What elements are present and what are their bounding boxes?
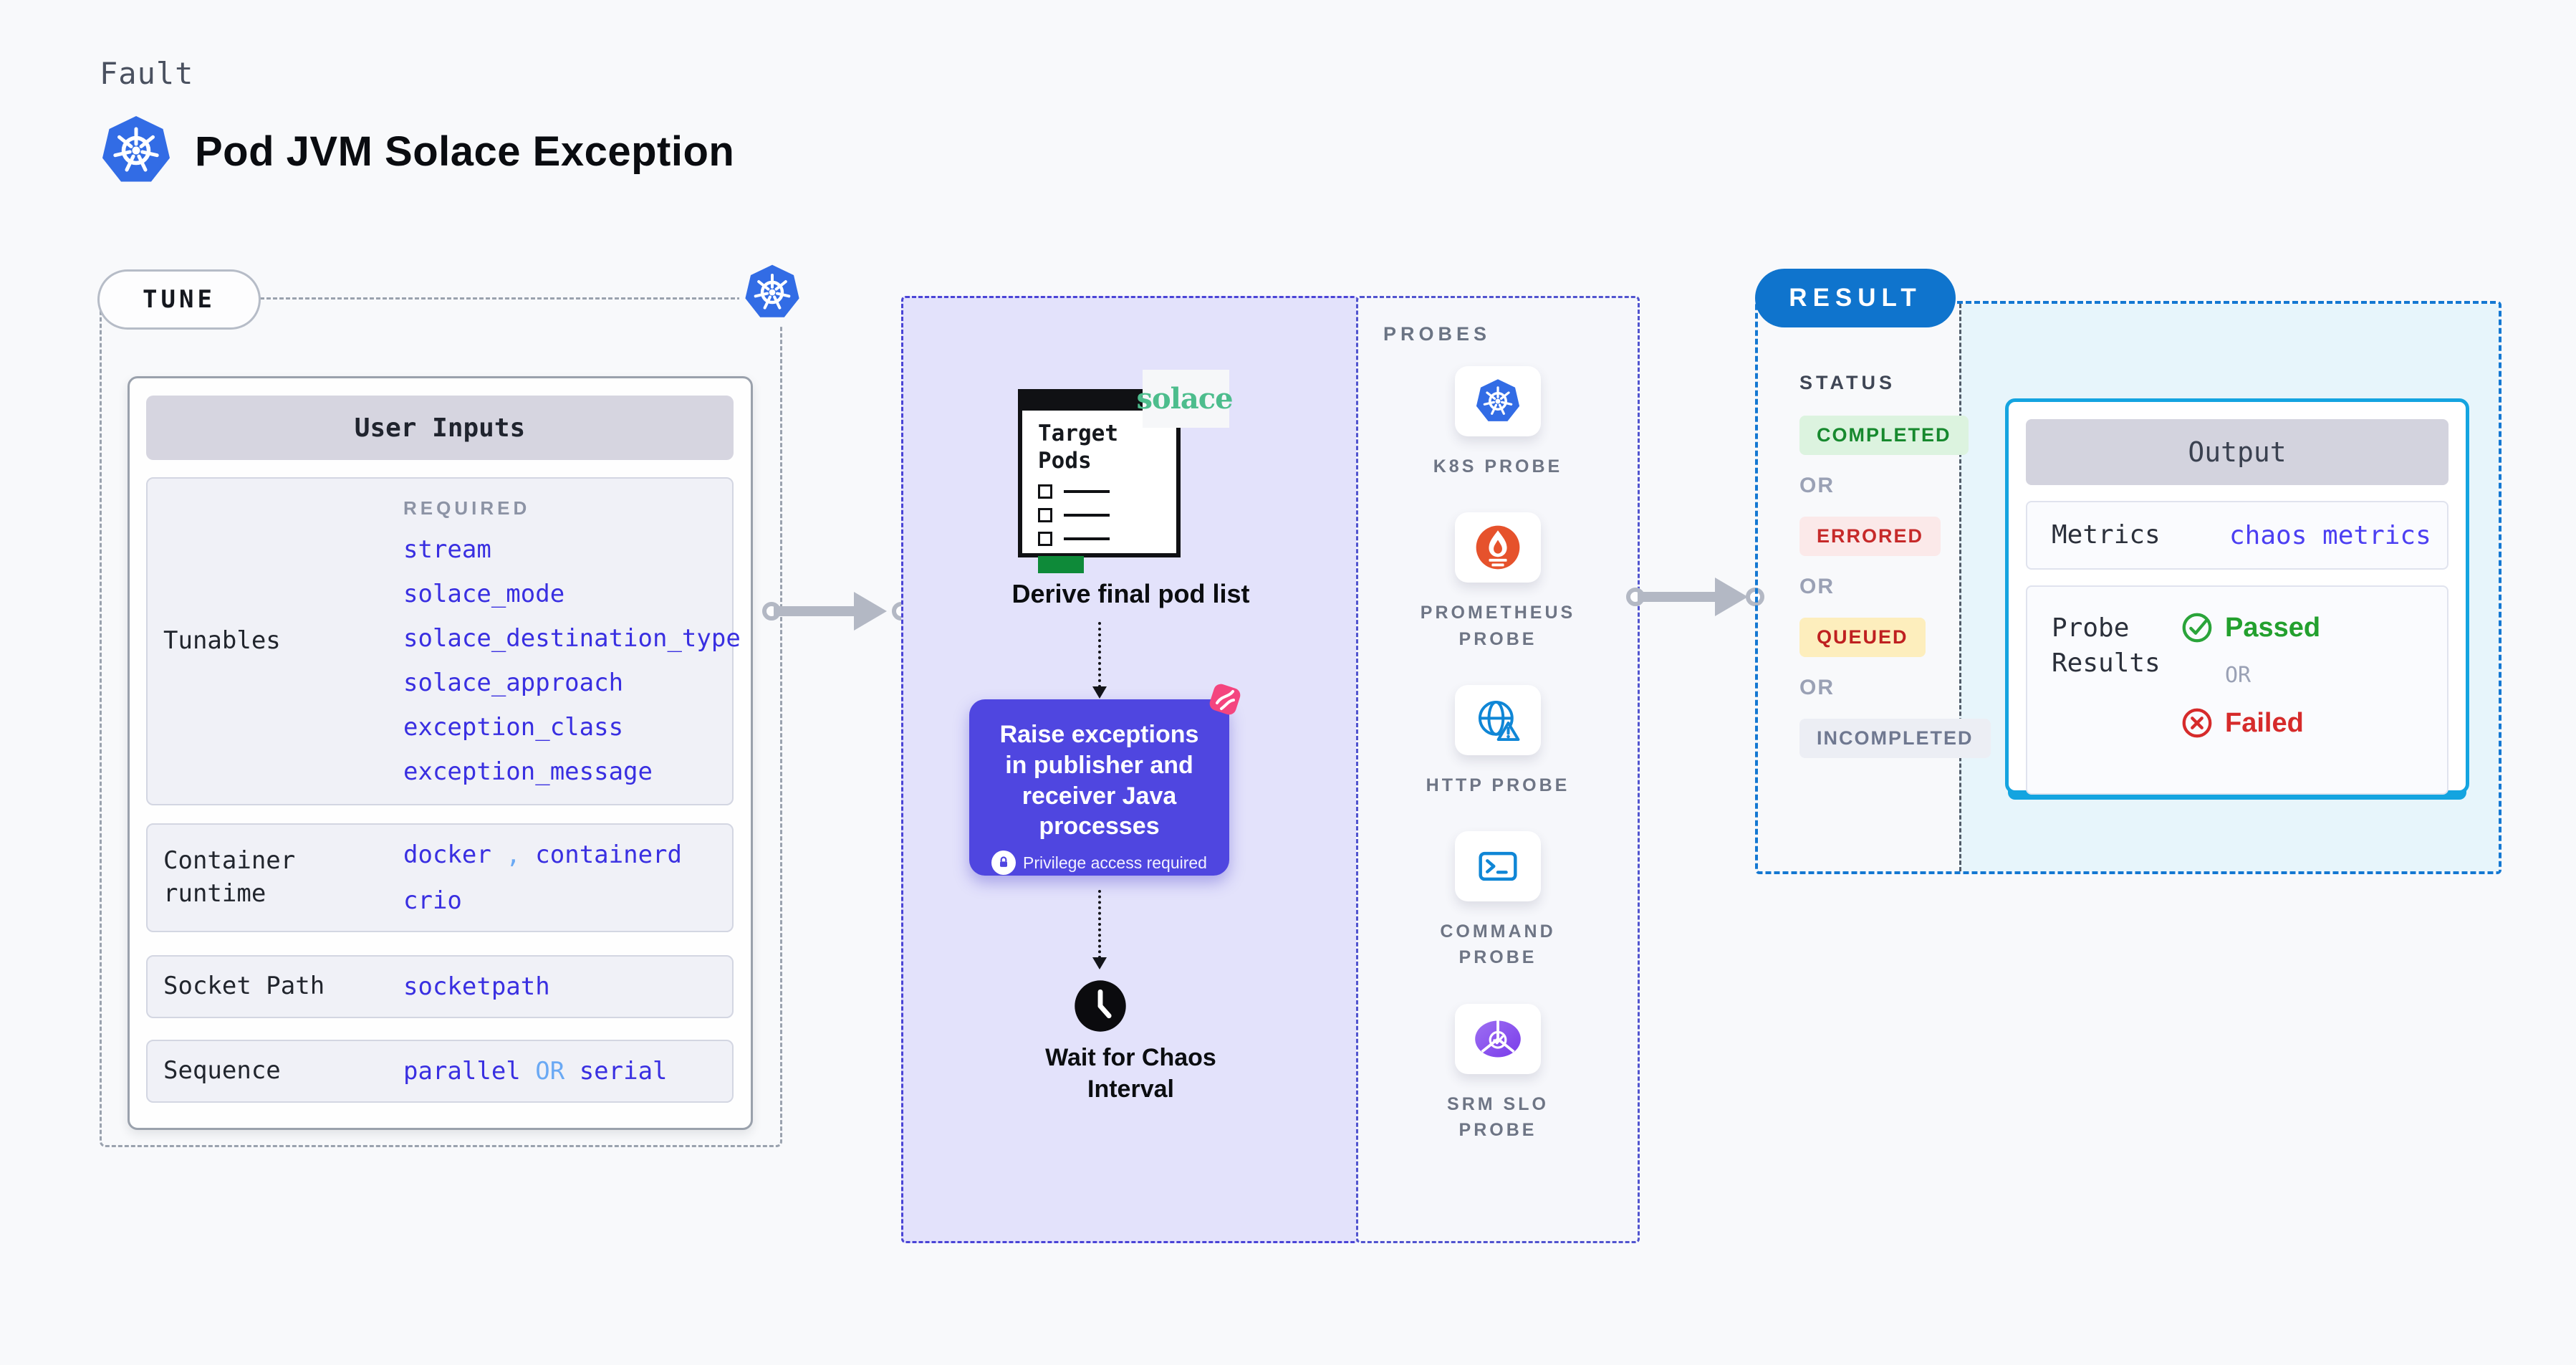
output-header: Output: [2026, 419, 2448, 485]
socket-path-label: Socket Path: [163, 972, 325, 1001]
probe-item-prometheus: PROMETHEUS PROBE: [1414, 512, 1582, 652]
raise-exceptions-box: Raise exceptions in publisher and receiv…: [969, 699, 1229, 876]
probe-results-label: Probe Results: [2052, 613, 2161, 678]
metrics-label: Metrics: [2052, 519, 2161, 550]
runtime-separator: ,: [506, 840, 521, 869]
sequence-or: OR: [535, 1057, 565, 1086]
tune-badge: TUNE: [97, 269, 261, 330]
dotted-connector: [1098, 890, 1101, 959]
result-panel: STATUS COMPLETED OR ERRORED OR QUEUED OR…: [1755, 301, 2501, 874]
probe-item-srm-slo: SRM SLO PROBE: [1414, 1003, 1582, 1144]
status-badge-errored: ERRORED: [1799, 517, 1941, 556]
runtime-value: containerd: [535, 840, 682, 869]
dotted-connector: [1098, 622, 1101, 688]
metrics-value: chaos metrics: [2229, 520, 2431, 550]
terminal-icon: [1455, 831, 1541, 901]
tunables-row: Tunables REQUIRED stream solace_mode sol…: [146, 477, 741, 805]
tunable-value: exception_class: [403, 712, 624, 742]
flow-arrow: [1626, 573, 1769, 621]
arrowhead-icon: [1092, 686, 1107, 699]
status-badge-completed: COMPLETED: [1799, 416, 1969, 455]
privilege-label: Privilege access required: [1023, 853, 1207, 872]
tune-panel: [100, 297, 782, 1147]
runtime-value: docker: [403, 840, 491, 869]
tunable-value: solace_destination_type: [403, 623, 741, 653]
green-button-shape: [1038, 555, 1084, 573]
status-badge-queued: QUEUED: [1799, 618, 1926, 657]
derive-pod-list-label: Derive final pod list: [1011, 579, 1250, 608]
result-divider: [1959, 304, 1961, 871]
http-globe-icon: [1454, 684, 1541, 755]
failed-label: Failed: [2225, 707, 2304, 738]
tunables-label: Tunables: [163, 626, 281, 656]
sequence-label: Sequence: [163, 1056, 281, 1086]
runtime-value: crio: [403, 886, 462, 915]
probes-panel: PROBES K8S PRO: [1356, 296, 1640, 1243]
solace-logo: solace: [1136, 370, 1234, 428]
or-label: OR: [1799, 575, 1835, 598]
checkbox-icon: [1038, 531, 1052, 546]
or-label: OR: [2225, 663, 2251, 688]
lock-icon: [991, 851, 1017, 876]
or-label: OR: [1799, 474, 1835, 497]
x-circle-icon: [2182, 708, 2212, 738]
socket-path-row: Socket Path socketpath: [146, 955, 734, 1018]
output-card: Output Metrics chaos metrics Probe Resul…: [2005, 398, 2469, 795]
probe-item-command: COMMAND PROBE: [1414, 831, 1582, 971]
status-header: STATUS: [1799, 372, 1895, 393]
tunable-value: stream: [403, 535, 491, 564]
kubernetes-icon: [1454, 366, 1541, 436]
sequence-row: Sequence parallel OR serial: [146, 1040, 734, 1103]
kubernetes-icon: [739, 259, 805, 325]
fault-kicker: Fault: [100, 56, 194, 91]
probe-results-row: Probe Results Passed OR: [2026, 585, 2448, 795]
result-badge: RESULT: [1755, 269, 1956, 327]
kubernetes-icon: [100, 115, 172, 186]
metrics-row: Metrics chaos metrics: [2026, 501, 2448, 570]
wait-chaos-interval-label: Wait for Chaos Interval: [1045, 1044, 1216, 1103]
checkbox-icon: [1038, 484, 1052, 499]
chaos-icon: [1207, 681, 1243, 717]
tunable-value: exception_message: [403, 757, 653, 786]
arrowhead-icon: [1092, 957, 1107, 969]
status-badge-incompleted: INCOMPLETED: [1799, 719, 1991, 758]
check-circle-icon: [2182, 613, 2212, 643]
tunable-value: solace_approach: [403, 668, 624, 697]
user-inputs-header: User Inputs: [146, 396, 734, 460]
container-runtime-label: Container runtime: [163, 846, 296, 908]
user-inputs-card: User Inputs Tunables REQUIRED stream sol…: [128, 376, 753, 1130]
sequence-value: serial: [579, 1057, 668, 1086]
clock-icon: [1073, 979, 1128, 1033]
status-column: STATUS COMPLETED OR ERRORED OR QUEUED OR…: [1799, 372, 1991, 758]
flow-arrow: [762, 588, 913, 635]
checkbox-icon: [1038, 507, 1052, 522]
socket-path-value: socketpath: [403, 972, 550, 1001]
or-label: OR: [1799, 676, 1835, 699]
srm-slo-icon: [1455, 1003, 1541, 1074]
sequence-value: parallel: [403, 1057, 521, 1086]
container-runtime-row: Container runtime docker , containerd cr…: [146, 823, 734, 932]
probe-item-k8s: K8S PROBE: [1433, 366, 1562, 479]
probes-header: PROBES: [1383, 323, 1491, 345]
passed-label: Passed: [2225, 612, 2321, 643]
prometheus-icon: [1455, 512, 1541, 583]
target-pods-label: Target Pods: [1038, 421, 1118, 474]
required-label: REQUIRED: [403, 497, 531, 519]
execution-panel: Target Pods solace Derive final pod list…: [901, 296, 1358, 1243]
page-title: Pod JVM Solace Exception: [195, 128, 735, 175]
tunable-value: solace_mode: [403, 579, 565, 608]
probe-item-http: HTTP PROBE: [1426, 684, 1570, 798]
